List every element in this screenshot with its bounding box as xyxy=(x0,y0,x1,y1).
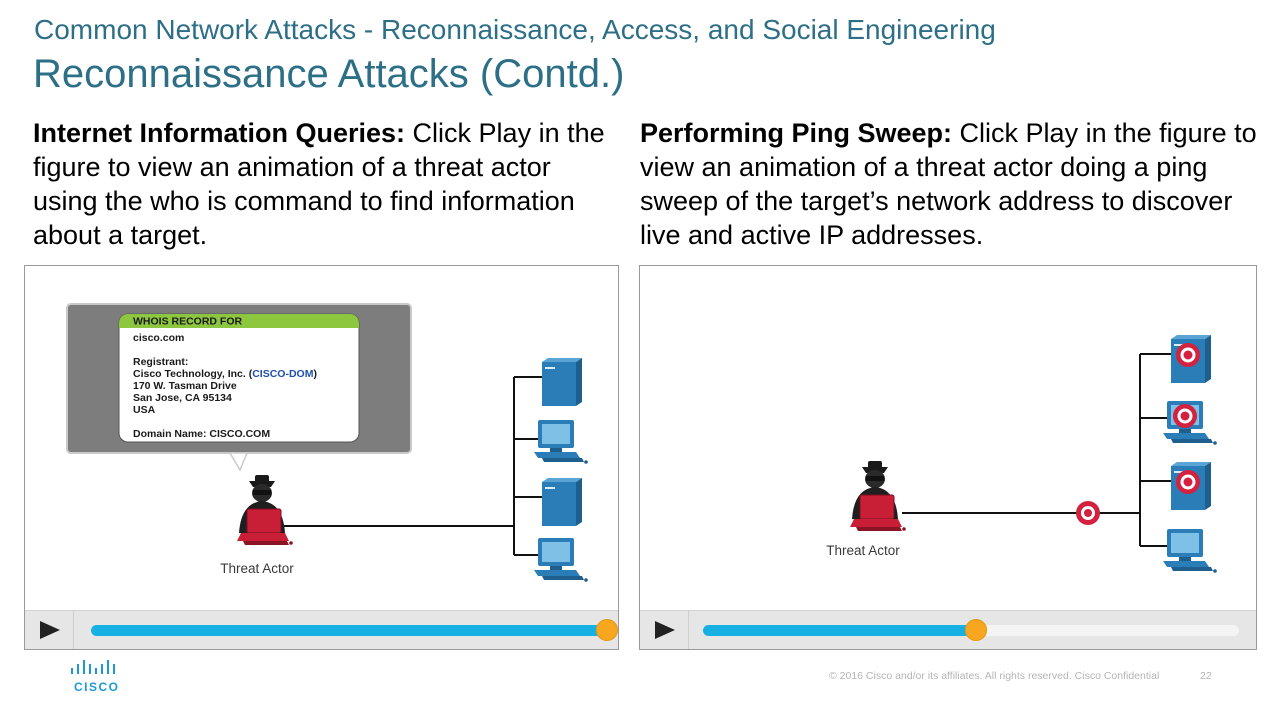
whois-diagram: WHOIS RECORD FOR cisco.com Registrant: C… xyxy=(66,303,588,582)
workstation-icon xyxy=(1163,529,1217,573)
whois-org-prefix: Cisco Technology, Inc. ( xyxy=(133,368,253,380)
workstation-icon xyxy=(534,420,588,464)
play-button[interactable] xyxy=(25,611,74,649)
threat-actor-icon xyxy=(237,475,293,545)
slide-subtitle: Common Network Attacks - Reconnaissance,… xyxy=(34,14,996,45)
whois-header-text: WHOIS RECORD FOR xyxy=(133,316,242,328)
right-heading: Performing Ping Sweep: xyxy=(640,118,953,148)
whois-domain-name: Domain Name: CISCO.COM xyxy=(133,428,270,440)
target-icon xyxy=(1176,343,1200,367)
callout-pointer xyxy=(228,452,249,472)
page-number: 22 xyxy=(1200,670,1212,682)
left-description: Internet Information Queries: Click Play… xyxy=(33,116,613,252)
ping-sweep-animation-figure: Threat Actor xyxy=(639,265,1257,650)
cisco-logo: CISCO xyxy=(70,660,120,694)
target-icon xyxy=(1176,470,1200,494)
slide-title: Reconnaissance Attacks (Contd.) xyxy=(33,52,625,96)
cisco-logo-bars xyxy=(71,660,115,674)
whois-domain: cisco.com xyxy=(133,332,184,344)
play-button[interactable] xyxy=(640,611,689,649)
server-icon xyxy=(1171,335,1211,383)
copyright-notice: © 2016 Cisco and/or its affiliates. All … xyxy=(829,670,1160,682)
server-icon xyxy=(542,478,582,526)
left-heading: Internet Information Queries: xyxy=(33,118,406,148)
whois-org-handle: CISCO-DOM xyxy=(252,368,314,380)
media-controls xyxy=(640,610,1256,649)
whois-city: San Jose, CA 95134 xyxy=(133,392,232,404)
threat-actor-icon xyxy=(850,461,906,531)
left-body: Click Play in the figure to view an anim… xyxy=(33,118,605,250)
play-icon xyxy=(655,621,675,639)
progress-handle[interactable] xyxy=(596,619,618,641)
server-icon xyxy=(1171,462,1211,510)
whois-animation-figure: WHOIS RECORD FOR cisco.com Registrant: C… xyxy=(24,265,619,650)
progress-track[interactable] xyxy=(703,619,1239,641)
right-description: Performing Ping Sweep: Click Play in the… xyxy=(640,116,1265,252)
progress-track[interactable] xyxy=(91,619,618,641)
whois-org-suffix: ) xyxy=(313,368,317,380)
server-icon xyxy=(542,358,582,406)
whois-organization: Cisco Technology, Inc. (CISCO-DOM) xyxy=(133,368,317,380)
whois-country: USA xyxy=(133,404,156,416)
ping-sweep-diagram: Threat Actor xyxy=(826,335,1217,573)
cisco-logo-text: CISCO xyxy=(74,680,120,694)
whois-card-header xyxy=(119,314,359,328)
target-icon xyxy=(1173,404,1197,428)
workstation-icon xyxy=(534,538,588,582)
whois-registrant-label: Registrant: xyxy=(133,356,188,368)
ping-packet-target-icon xyxy=(1076,501,1100,525)
play-icon xyxy=(40,621,60,639)
progress-handle[interactable] xyxy=(965,619,988,641)
workstation-icon xyxy=(1163,401,1217,445)
whois-street: 170 W. Tasman Drive xyxy=(133,380,237,392)
threat-actor-label: Threat Actor xyxy=(220,561,294,576)
threat-actor-label: Threat Actor xyxy=(826,543,900,558)
media-controls xyxy=(25,610,618,649)
right-body: Click Play in the figure to view an anim… xyxy=(640,118,1257,250)
progress-fill xyxy=(91,625,607,636)
progress-fill xyxy=(703,625,977,636)
network-links xyxy=(280,376,542,556)
network-links xyxy=(902,353,1171,547)
